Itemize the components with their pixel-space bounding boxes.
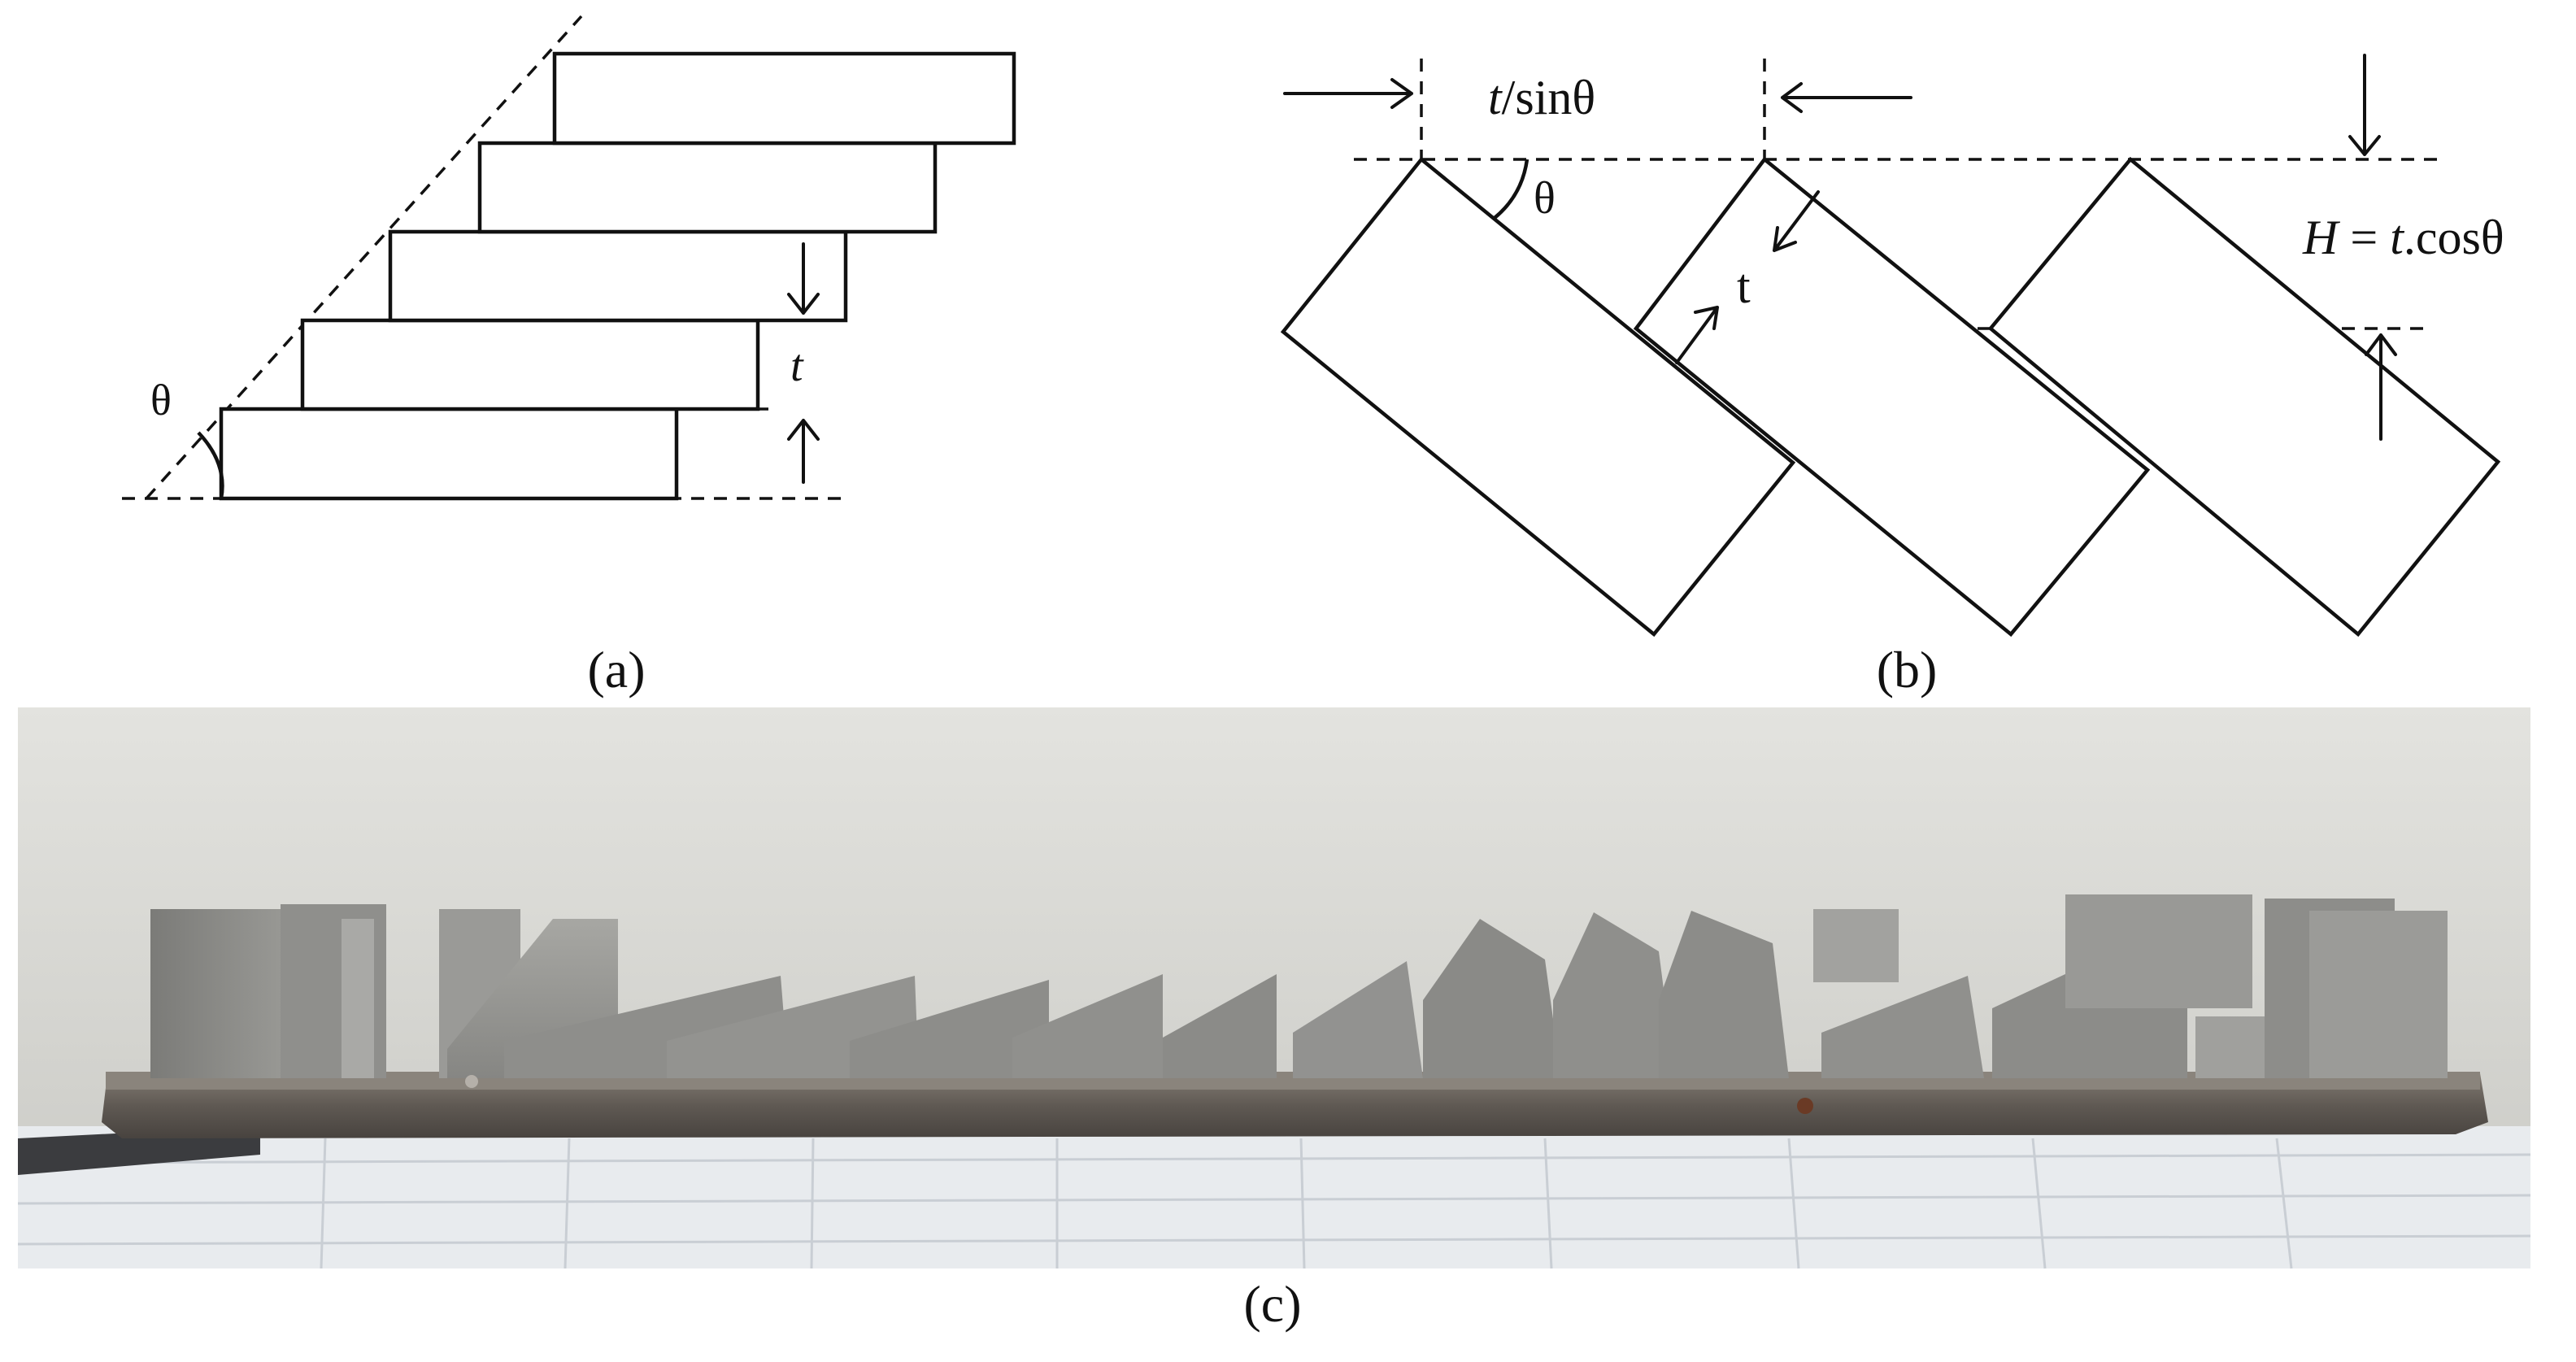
- height-label: H = t.cosθ: [2302, 211, 2504, 264]
- specimen-wedge-7: [1293, 961, 1423, 1078]
- offset-label: t/sinθ: [1488, 71, 1595, 124]
- t-label-a: t: [790, 341, 804, 391]
- caption-b: (b): [1877, 641, 1938, 698]
- height-label-mid: =: [2338, 211, 2390, 264]
- specimen-wedge-10: [1659, 911, 1789, 1078]
- specimen-block-3: [342, 919, 374, 1078]
- specimens: [150, 894, 2448, 1114]
- t-down-arrow-icon: [787, 242, 820, 315]
- panel-b-diagram: t/sinθ θ t H = t.cosθ (b): [1280, 54, 2504, 698]
- paper-dark-edge: [18, 1126, 260, 1175]
- specimen-wedge-6: [1163, 974, 1277, 1078]
- specimen-wedge-8: [1423, 919, 1561, 1078]
- panel-c-photo: (c): [17, 707, 2531, 1333]
- caption-a: (a): [587, 641, 645, 698]
- specimen-block-1: [150, 909, 301, 1078]
- offset-left-arrow-icon: [1283, 78, 1413, 109]
- layer-rect-4: [477, 141, 938, 234]
- layer-rect-3: [388, 229, 848, 323]
- h-up-arrow-icon: [2365, 333, 2397, 441]
- theta-label-b: θ: [1534, 173, 1556, 224]
- t-up-arrow-icon: [787, 419, 820, 484]
- layer-rect-5: [552, 51, 1016, 146]
- caption-c: (c): [1243, 1275, 1301, 1333]
- plate-rust-spot: [1797, 1098, 1813, 1114]
- h-down-arrow-icon: [2348, 54, 2381, 156]
- theta-label-a: θ: [150, 376, 172, 424]
- specimen-block-5: [1813, 909, 1899, 982]
- t-outward-arrow-icon: [1675, 306, 1719, 364]
- tilted-rect-2: [1633, 156, 2151, 637]
- offset-label-var: t: [1488, 71, 1503, 124]
- theta-arc-icon: [197, 431, 224, 499]
- specimen-block-10: [2309, 911, 2448, 1078]
- layer-rect-2: [300, 318, 760, 411]
- tilted-rect-1: [1280, 156, 1796, 637]
- paper-grid: [17, 1138, 2531, 1269]
- plate-screw-hole: [465, 1075, 478, 1088]
- t-inward-arrow-icon: [1773, 190, 1820, 252]
- slope-dashed-line: [145, 15, 583, 500]
- specimen-block-8: [2195, 1016, 2269, 1078]
- height-label-var2: t: [2390, 211, 2404, 264]
- t-label-b: t: [1737, 259, 1751, 313]
- specimen-wedge-9: [1553, 912, 1675, 1078]
- layer-rect-1: [219, 407, 679, 501]
- height-label-rest: .cosθ: [2404, 211, 2504, 264]
- theta-arc-icon-b: [1493, 159, 1530, 220]
- height-label-var1: H: [2302, 211, 2341, 264]
- specimen-wedge-4: [850, 980, 1049, 1078]
- offset-right-arrow-icon: [1781, 82, 1912, 113]
- tilted-rect-3: [1987, 156, 2501, 637]
- panel-a-diagram: θ t (a): [122, 15, 1016, 698]
- specimen-wedge-5: [1012, 974, 1163, 1078]
- offset-label-rest: /sinθ: [1502, 71, 1595, 124]
- specimen-block-7: [2065, 894, 2252, 1008]
- specimen-wedge-11: [1821, 976, 1984, 1078]
